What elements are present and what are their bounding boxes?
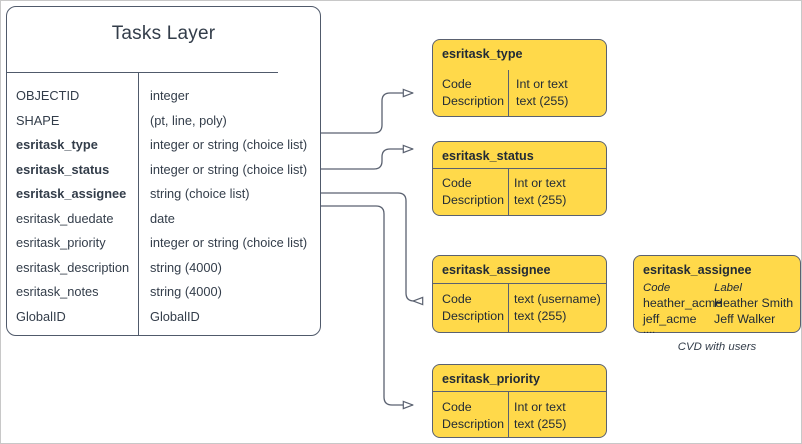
field-name: esritask_duedate	[16, 210, 114, 226]
domain-left-col: Code Description	[442, 399, 504, 433]
domain-left-1: Description	[442, 417, 504, 431]
domain-column-divider	[508, 70, 510, 116]
cvd-row-code-2: ....	[643, 324, 656, 336]
domain-column-divider	[508, 284, 510, 332]
cvd-row-label-1: Jeff Walker	[714, 312, 776, 326]
field-row: esritask_notes string (4000)	[7, 284, 320, 309]
entity-column-divider	[138, 73, 140, 336]
field-type: date	[150, 210, 175, 226]
domain-column-divider	[508, 392, 510, 437]
domain-left-1: Description	[442, 193, 504, 207]
field-type: integer	[150, 88, 190, 103]
connector-status	[320, 149, 413, 170]
cvd-col-header-code: Code	[643, 282, 671, 294]
field-name: esritask_type	[16, 137, 98, 152]
domain-box-status[interactable]: esritask_status Code Description Int or …	[432, 141, 607, 216]
cvd-row-label-0: Heather Smith	[714, 296, 794, 310]
field-row: GlobalID GlobalID	[7, 309, 320, 334]
domain-left-0: Code	[442, 400, 472, 414]
domain-right-0: Int or text	[516, 77, 568, 91]
field-type: string (4000)	[150, 284, 222, 299]
field-type: (pt, line, poly)	[150, 112, 227, 128]
domain-right-0: Int or text	[514, 400, 566, 414]
field-row: esritask_assignee string (choice list)	[7, 186, 320, 211]
domain-left-1: Description	[442, 94, 504, 108]
cvd-caption: CVD with users	[677, 341, 757, 353]
cvd-col-header-label: Label	[714, 282, 742, 294]
field-type: integer or string (choice list)	[150, 137, 308, 152]
field-name: SHAPE	[16, 112, 60, 128]
domain-left-col: Code Description	[442, 175, 504, 209]
domain-right-col: Int or text text (255)	[514, 175, 566, 209]
domain-title: esritask_assignee	[442, 263, 551, 277]
domain-box-type[interactable]: esritask_type Code Description Int or te…	[432, 39, 607, 117]
cvd-title: esritask_assignee	[643, 263, 752, 277]
domain-left-col: Code Description	[442, 291, 504, 325]
domain-title: esritask_priority	[442, 372, 541, 386]
field-row: esritask_description string (4000)	[7, 260, 320, 285]
domain-title: esritask_status	[442, 149, 534, 163]
cvd-values-box[interactable]: esritask_assignee Code Label heather_acm…	[633, 255, 801, 336]
field-row: esritask_status integer or string (choice…	[7, 162, 320, 187]
domain-right-col: Int or text text (255)	[516, 76, 568, 110]
domain-left-1: Description	[442, 309, 504, 323]
field-row: SHAPE (pt, line, poly)	[7, 113, 320, 138]
field-name: OBJECTID	[16, 88, 80, 103]
domain-title: esritask_type	[442, 47, 523, 61]
field-name: esritask_assignee	[16, 186, 127, 201]
field-name: esritask_notes	[16, 284, 99, 299]
entity-header-divider	[7, 72, 278, 74]
field-name: esritask_priority	[16, 235, 106, 250]
domain-right-col: Int or text text (255)	[514, 399, 566, 433]
field-type: integer or string (choice list)	[150, 161, 308, 177]
domain-header-divider	[433, 283, 606, 285]
domain-left-0: Code	[442, 176, 472, 190]
domain-box-priority[interactable]: esritask_priority Code Description Int o…	[432, 364, 607, 438]
field-type: string (choice list)	[150, 186, 250, 201]
field-row: esritask_duedate date	[7, 211, 320, 236]
connector-assignee	[320, 192, 414, 301]
page-title: Tasks Layer	[111, 23, 216, 44]
domain-header-divider	[433, 391, 606, 393]
connector-priority	[320, 205, 413, 405]
cvd-row-code-1: jeff_acme	[643, 312, 697, 326]
domain-right-0: Int or text	[514, 176, 566, 190]
cvd-row-code-0: heather_acme	[643, 296, 723, 310]
field-row: esritask_priority integer or string (choi…	[7, 235, 320, 260]
domain-right-1: text (255)	[514, 193, 567, 207]
field-name: esritask_status	[16, 161, 110, 177]
field-name: GlobalID	[16, 308, 66, 324]
domain-right-1: text (255)	[514, 417, 567, 431]
field-row: OBJECTID integer	[7, 88, 320, 113]
field-type: string (4000)	[150, 259, 222, 275]
connector-type	[320, 93, 413, 134]
domain-header-divider	[433, 168, 606, 170]
domain-left-0: Code	[442, 292, 472, 306]
domain-right-col: text (username) text (255)	[514, 291, 601, 325]
domain-right-0: text (username)	[514, 292, 601, 306]
domain-left-0: Code	[442, 77, 472, 91]
domain-left-col: Code Description	[442, 76, 504, 110]
field-row: esritask_type integer or string (choice l…	[7, 137, 320, 162]
domain-box-assignee[interactable]: esritask_assignee Code Description text …	[432, 255, 607, 333]
domain-right-1: text (255)	[514, 309, 567, 323]
field-name: esritask_description	[16, 259, 130, 275]
field-type: GlobalID	[150, 308, 200, 324]
domain-right-1: text (255)	[516, 94, 569, 108]
domain-column-divider	[508, 169, 510, 215]
field-type: integer or string (choice list)	[150, 235, 308, 250]
